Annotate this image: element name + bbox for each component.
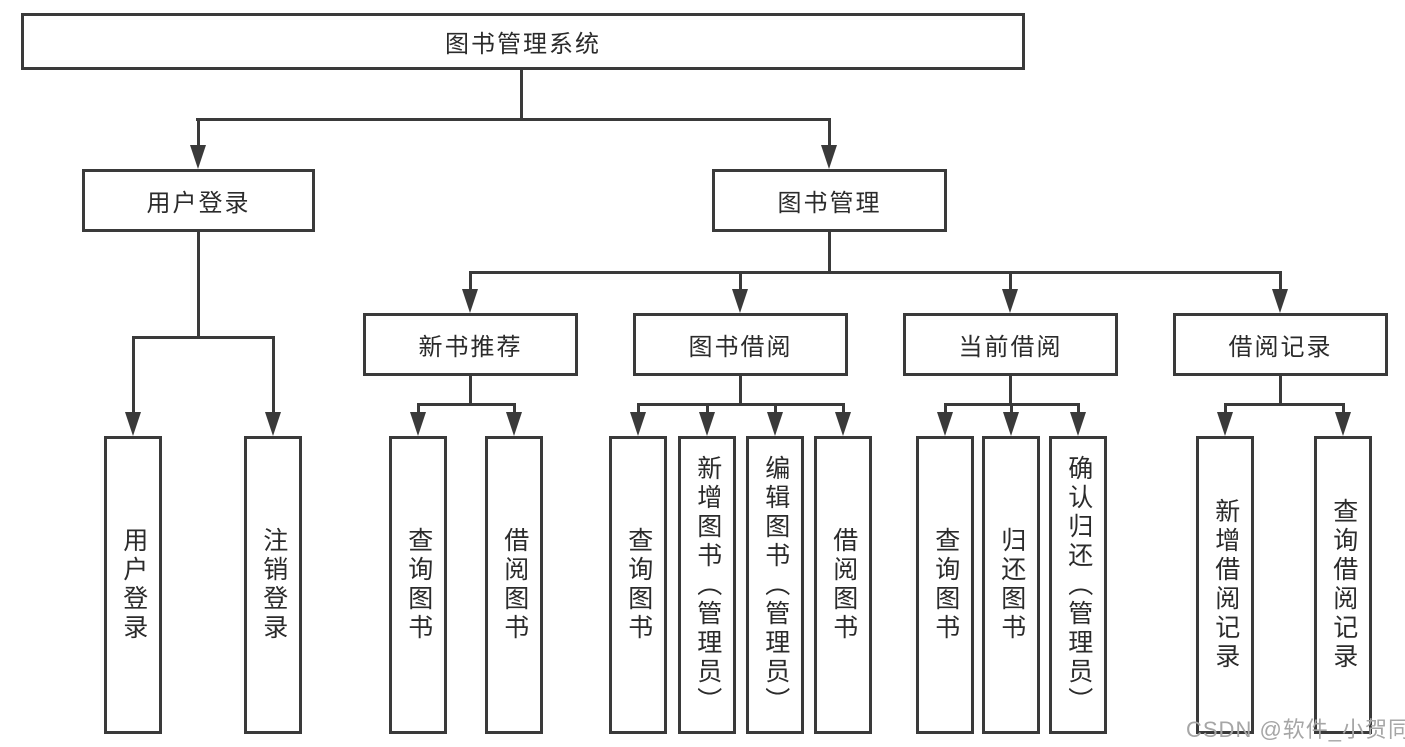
connector-bookmgmt-stem <box>828 232 831 273</box>
arrow-down-icon <box>1335 412 1351 436</box>
node-borrowing-records: 借阅记录 <box>1173 313 1388 376</box>
node-label: 图书管理系统 <box>445 31 601 58</box>
connector-drop <box>1224 406 1227 414</box>
node-label: 新增图书（管理员） <box>693 454 722 716</box>
node-leaf-add-borrow-record: 新增借阅记录 <box>1196 436 1254 734</box>
arrow-down-icon <box>1217 412 1233 436</box>
connector-drop <box>637 406 640 414</box>
arrow-down-icon <box>732 289 748 313</box>
node-user-login: 用户登录 <box>82 169 315 232</box>
node-leaf-query-books-borrow: 查询图书 <box>609 436 667 734</box>
connector-recommend-bus <box>417 403 516 406</box>
arrow-down-icon <box>125 412 141 436</box>
arrow-down-icon <box>1070 412 1086 436</box>
connector-current-bus <box>944 403 1080 406</box>
connector-drop <box>469 274 472 291</box>
node-label: 用户登录 <box>146 190 251 217</box>
arrow-down-icon <box>1272 289 1288 313</box>
connector-root-stem <box>520 70 523 121</box>
node-label: 查询图书 <box>624 527 653 643</box>
arrow-down-icon <box>767 412 783 436</box>
node-label: 图书借阅 <box>688 334 793 361</box>
connector-borrowing-bus <box>637 403 845 406</box>
connector-drop <box>828 121 831 147</box>
node-label: 新书推荐 <box>418 334 523 361</box>
arrow-down-icon <box>462 289 478 313</box>
node-label: 查询图书 <box>404 527 433 643</box>
arrow-down-icon <box>630 412 646 436</box>
node-leaf-edit-book-admin: 编辑图书（管理员） <box>746 436 804 734</box>
node-leaf-return-books: 归还图书 <box>982 436 1040 734</box>
node-new-book-recommendation: 新书推荐 <box>363 313 578 376</box>
connector-userlogin-stem <box>197 232 200 336</box>
node-label: 归还图书 <box>997 527 1026 643</box>
node-label: 查询图书 <box>931 527 960 643</box>
connector-drop <box>1279 274 1282 291</box>
connector-records-bus <box>1224 403 1345 406</box>
connector-drop <box>417 406 420 414</box>
connector-drop <box>706 406 709 414</box>
node-label: 注销登录 <box>259 527 288 643</box>
connector-drop <box>1342 406 1345 414</box>
connector-drop <box>272 339 275 414</box>
connector-recommend-stem <box>469 376 472 405</box>
connector-records-stem <box>1279 376 1282 405</box>
node-current-borrowing: 当前借阅 <box>903 313 1118 376</box>
node-leaf-add-book-admin: 新增图书（管理员） <box>678 436 736 734</box>
connector-drop <box>197 121 200 147</box>
node-label: 确认归还（管理员） <box>1064 454 1093 716</box>
arrow-down-icon <box>821 145 837 169</box>
node-leaf-logout: 注销登录 <box>244 436 302 734</box>
node-label: 借阅图书 <box>500 527 529 643</box>
node-leaf-confirm-return-admin: 确认归还（管理员） <box>1049 436 1107 734</box>
node-label: 当前借阅 <box>958 334 1063 361</box>
connector-drop <box>513 406 516 414</box>
node-label: 借阅图书 <box>829 527 858 643</box>
node-library-system: 图书管理系统 <box>21 13 1025 70</box>
node-label: 借阅记录 <box>1228 334 1333 361</box>
connector-drop <box>132 339 135 414</box>
node-book-borrowing: 图书借阅 <box>633 313 848 376</box>
node-label: 编辑图书（管理员） <box>761 454 790 716</box>
arrow-down-icon <box>699 412 715 436</box>
connector-drop <box>842 406 845 414</box>
node-leaf-user-login: 用户登录 <box>104 436 162 734</box>
arrow-down-icon <box>506 412 522 436</box>
arrow-down-icon <box>1002 289 1018 313</box>
connector-level1-bus <box>196 118 831 121</box>
node-book-management: 图书管理 <box>712 169 947 232</box>
node-label: 新增借阅记录 <box>1211 498 1240 672</box>
node-leaf-query-borrow-record: 查询借阅记录 <box>1314 436 1372 734</box>
connector-level3-bus <box>469 271 1282 274</box>
arrow-down-icon <box>937 412 953 436</box>
arrow-down-icon <box>410 412 426 436</box>
node-label: 用户登录 <box>119 527 148 643</box>
connector-current-stem <box>1009 376 1012 405</box>
connector-borrowing-stem <box>739 376 742 405</box>
node-leaf-borrow-books: 借阅图书 <box>814 436 872 734</box>
watermark: CSDN @软件_小贺同学 <box>1186 717 1405 742</box>
connector-drop <box>1010 406 1013 414</box>
connector-drop <box>739 274 742 291</box>
connector-userlogin-bus <box>132 336 275 339</box>
node-label: 图书管理 <box>777 190 882 217</box>
node-label: 查询借阅记录 <box>1329 498 1358 672</box>
arrow-down-icon <box>190 145 206 169</box>
node-leaf-borrow-books-recommend: 借阅图书 <box>485 436 543 734</box>
arrow-down-icon <box>1003 412 1019 436</box>
arrow-down-icon <box>265 412 281 436</box>
node-leaf-query-books-current: 查询图书 <box>916 436 974 734</box>
connector-drop <box>1009 274 1012 291</box>
node-leaf-query-books-recommend: 查询图书 <box>389 436 447 734</box>
connector-drop <box>944 406 947 414</box>
arrow-down-icon <box>835 412 851 436</box>
connector-drop <box>774 406 777 414</box>
connector-drop <box>1077 406 1080 414</box>
